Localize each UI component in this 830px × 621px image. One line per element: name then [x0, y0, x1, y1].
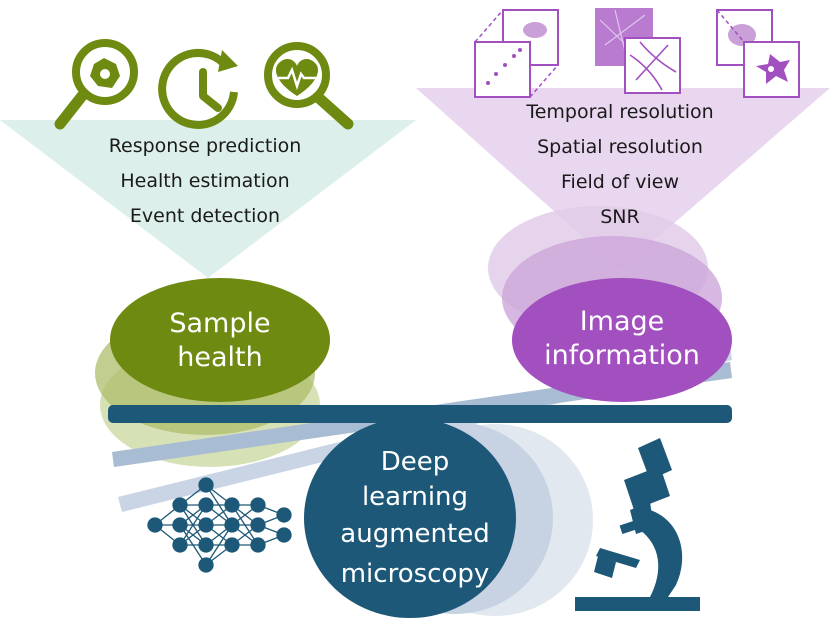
right-item-3: Field of view [561, 171, 679, 193]
sample-health-line2: health [177, 342, 262, 373]
right-item-4: SNR [600, 206, 639, 228]
image-information-line2: information [544, 340, 700, 371]
magnifier-heart-icon [264, 42, 354, 130]
left-item-3: Event detection [130, 205, 280, 227]
center-line2: learning [362, 482, 468, 512]
time-lapse-frames-icon [474, 9, 559, 98]
field-of-view-frames-icon [716, 9, 800, 98]
center-line1: Deep [381, 447, 450, 477]
center-line4: microscopy [341, 559, 490, 589]
sample-health-line1: Sample [169, 308, 270, 339]
center-line3: augmented [340, 519, 489, 549]
left-item-2: Health estimation [120, 170, 289, 192]
image-information-ellipse [512, 278, 732, 402]
image-information-line1: Image [580, 306, 665, 337]
right-item-2: Spatial resolution [537, 136, 703, 158]
sample-health-ellipse [110, 278, 330, 402]
zoom-frames-icon [595, 8, 681, 94]
left-item-1: Response prediction [109, 135, 302, 157]
microscope-icon [575, 438, 700, 611]
balance-beam [108, 405, 732, 423]
deep-learning-circle [304, 418, 516, 618]
sample-health-fan [0, 120, 416, 278]
clock-refresh-icon [158, 48, 238, 129]
magnifier-cell-icon [54, 39, 138, 130]
image-information-fan [416, 88, 830, 270]
right-item-1: Temporal resolution [525, 101, 713, 123]
neural-network-icon [147, 477, 292, 573]
